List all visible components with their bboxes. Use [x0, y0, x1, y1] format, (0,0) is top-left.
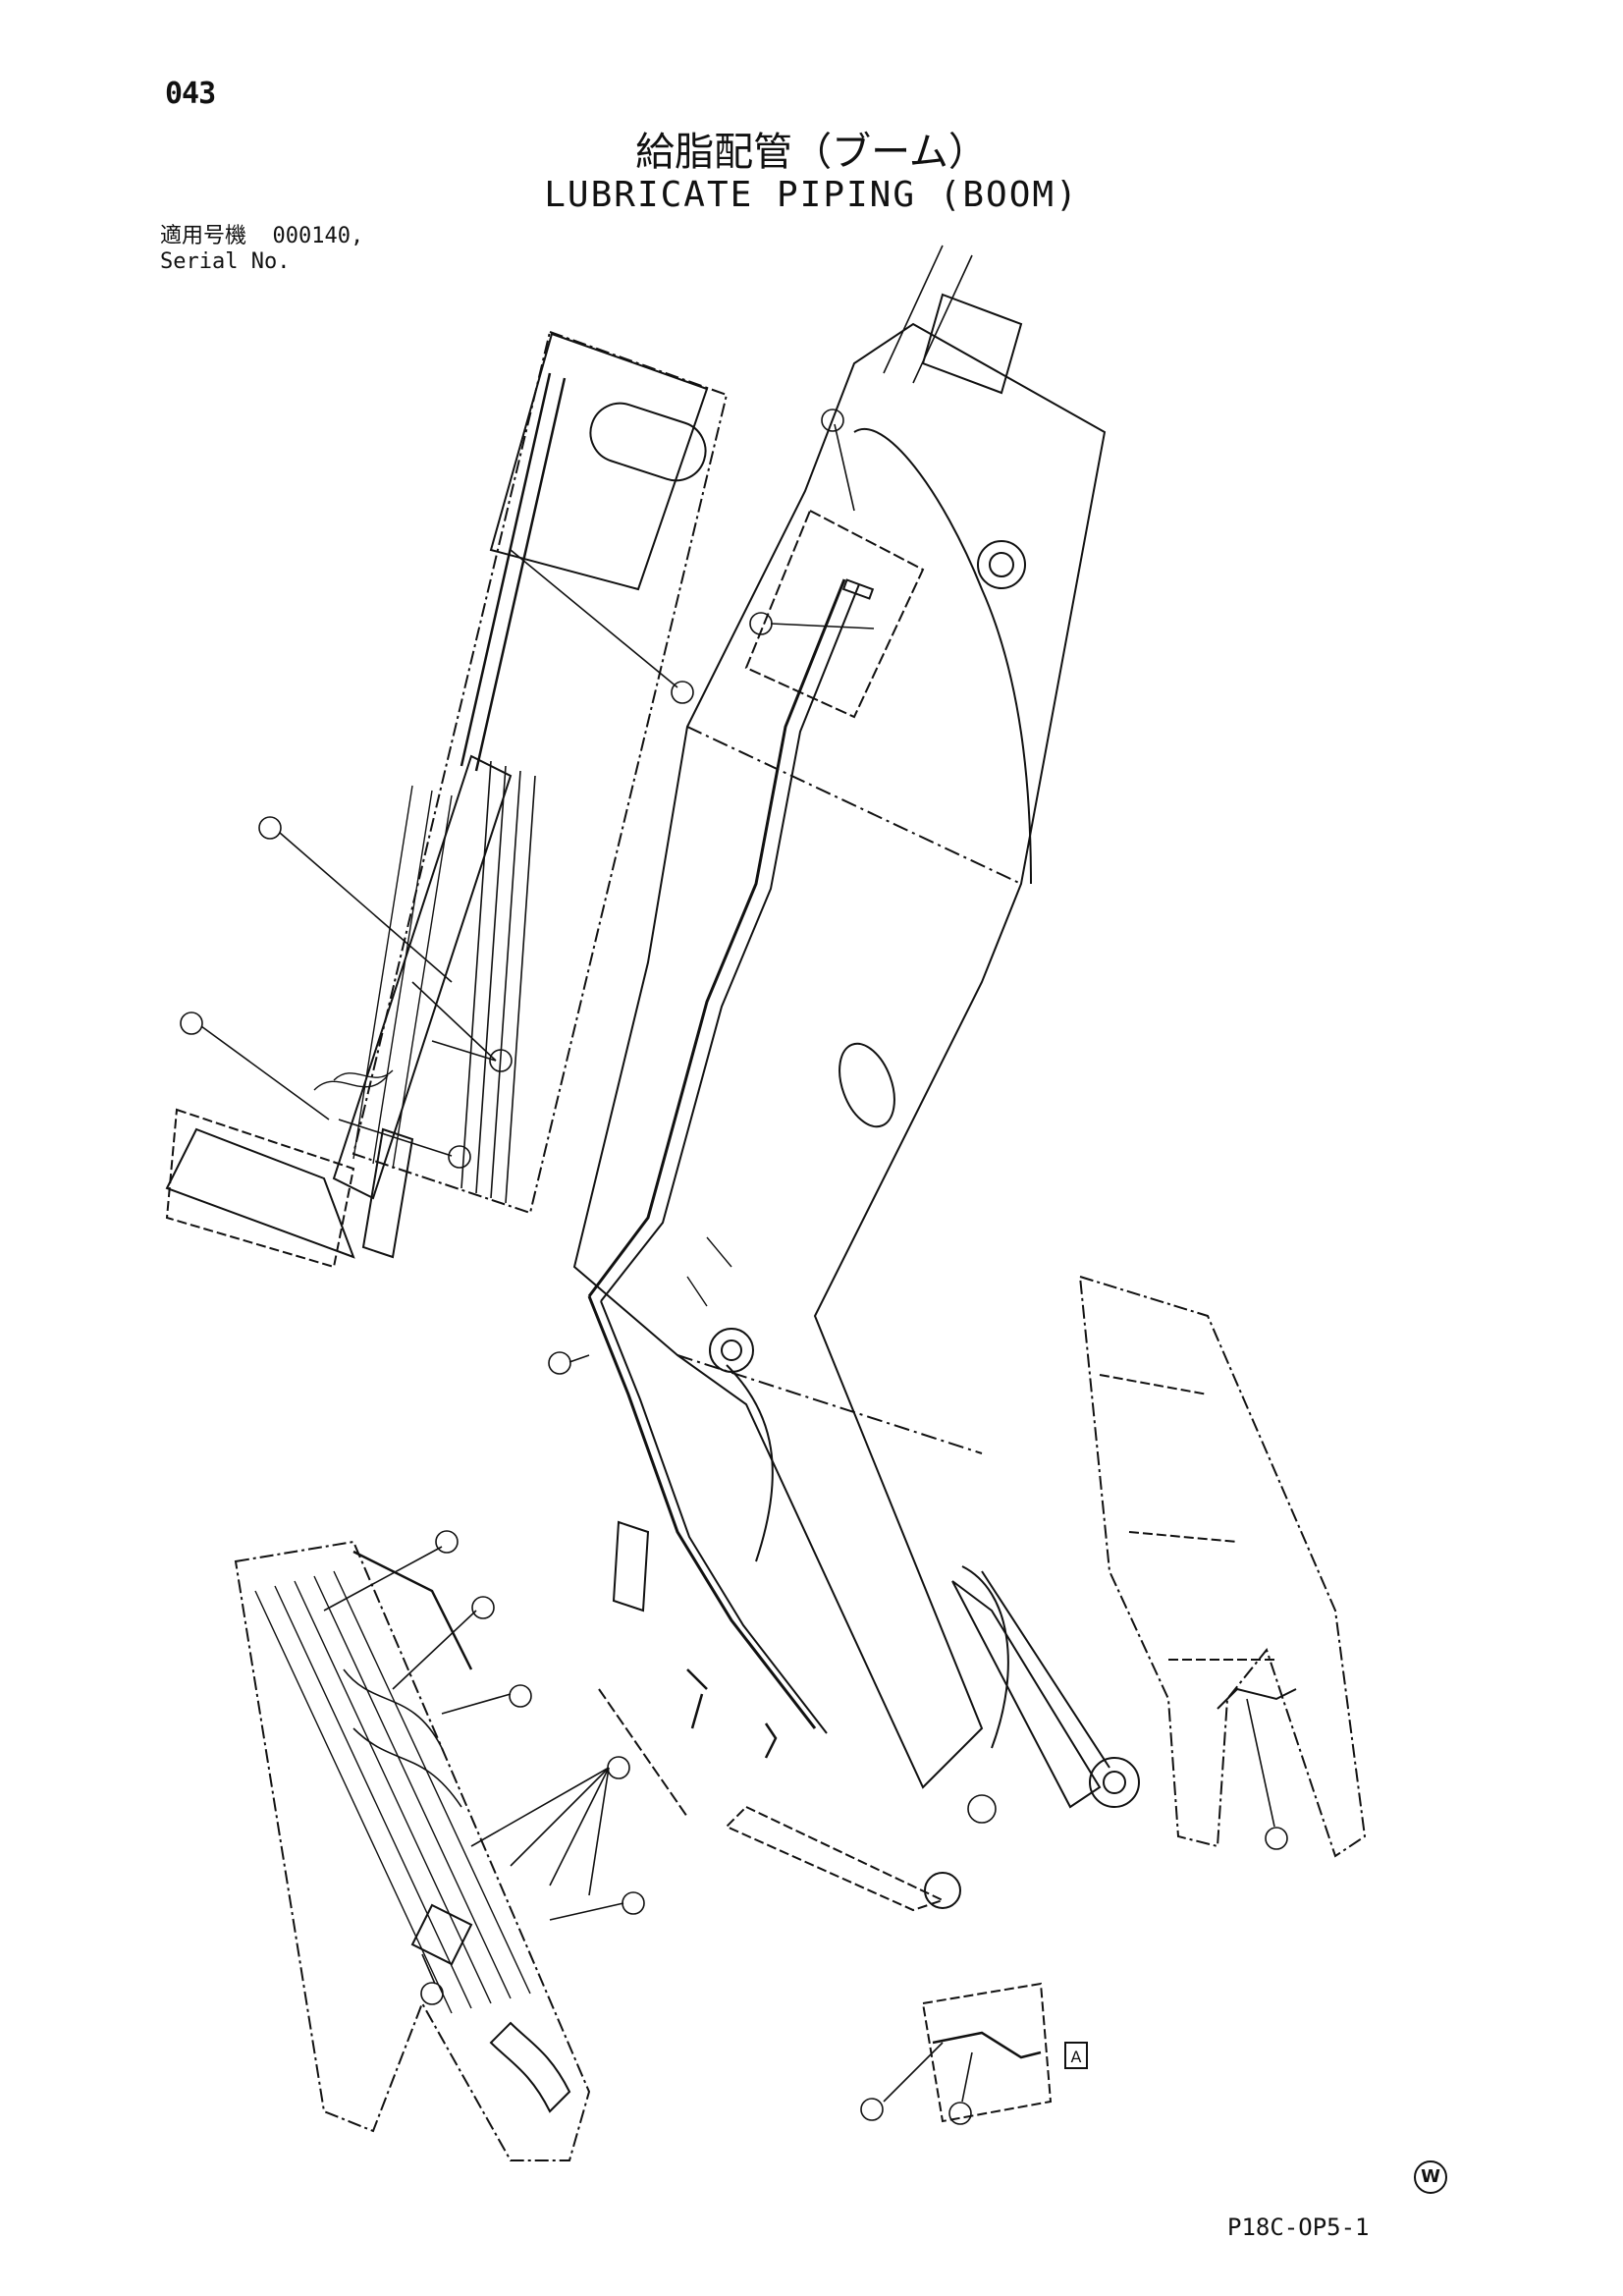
- title-english: LUBRICATE PIPING (BOOM): [544, 175, 1079, 215]
- callout-bubble: [860, 2098, 884, 2121]
- callout-bubble: [749, 612, 773, 635]
- corner-mark-w: W: [1414, 2160, 1447, 2194]
- callout-bubble: [607, 1756, 630, 1779]
- callout-bubble: [948, 2102, 972, 2125]
- page-number: 043: [165, 77, 216, 111]
- callout-bubble: [622, 1891, 645, 1915]
- detail-view-a: A: [921, 1982, 1088, 2123]
- callout-bubble: [420, 1982, 444, 2005]
- title-japanese: 給脂配管（ブーム）: [635, 130, 988, 175]
- drawing-code: P18C-OP5-1: [1227, 2214, 1370, 2241]
- serial-label-en: Serial No.: [160, 249, 291, 274]
- callout-bubble: [489, 1049, 513, 1072]
- callout-bubble: [471, 1596, 495, 1619]
- callout-bubble: [548, 1351, 571, 1375]
- serial-value: 000140,: [272, 224, 364, 248]
- detail-right-arm: [1078, 1275, 1367, 1858]
- detail-lower-left: [234, 1540, 688, 2161]
- serial-label-jp: 適用号機: [160, 224, 247, 248]
- serial-block: 適用号機 000140, Serial No.: [160, 224, 363, 275]
- callouts: [180, 409, 1288, 2125]
- boom-main: [572, 245, 1140, 1912]
- callout-bubble: [448, 1145, 471, 1169]
- view-label-a: A: [1071, 2048, 1082, 2066]
- callout-bubble: [821, 409, 844, 432]
- callout-bubble: [509, 1684, 532, 1708]
- callout-bubble: [671, 681, 694, 704]
- callout-bubble: [1265, 1827, 1288, 1850]
- callout-bubble: [435, 1530, 459, 1554]
- callout-bubble: [180, 1011, 203, 1035]
- detail-upper-left: [165, 330, 729, 1269]
- view-arrow-a: [967, 1794, 997, 1824]
- serial-row-jp: 適用号機 000140,: [160, 224, 363, 249]
- callout-bubble: [258, 816, 282, 840]
